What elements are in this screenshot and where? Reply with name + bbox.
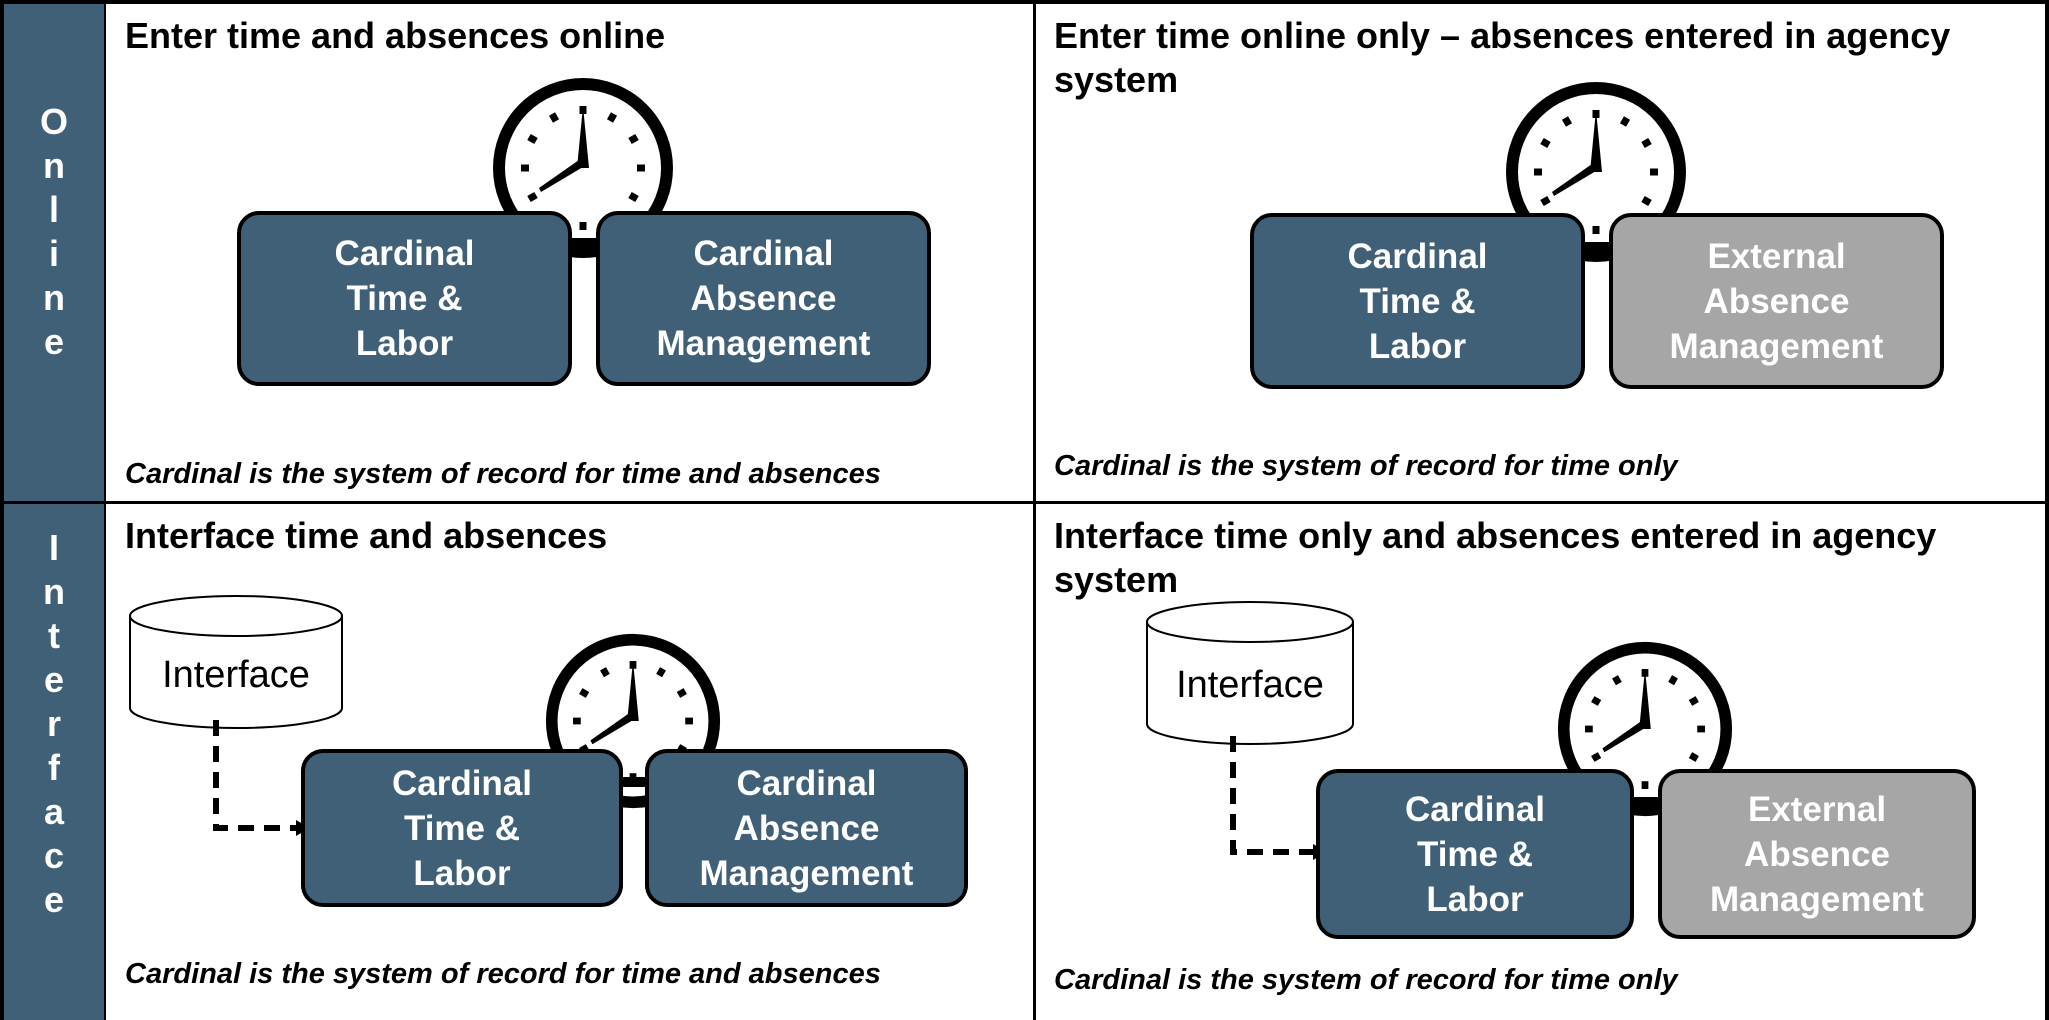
box-line: External xyxy=(1747,789,1887,829)
sidebar-divider xyxy=(104,0,106,1020)
box-connector xyxy=(1622,797,1668,807)
dashed-arrow xyxy=(213,720,310,836)
cardinal-time-labor-box: Cardinal Time & Labor xyxy=(1250,213,1585,389)
sidebar-letter: n xyxy=(43,145,65,186)
sidebar-letter: l xyxy=(48,189,59,230)
interface-label: Interface xyxy=(1176,664,1324,706)
box-line: Labor xyxy=(355,324,454,363)
sidebar-letter: I xyxy=(48,527,59,568)
box-connector xyxy=(560,238,606,248)
box-line: Cardinal xyxy=(391,763,533,803)
cardinal-time-labor-box: Cardinal Time & Labor xyxy=(301,749,623,907)
panel-caption: Cardinal is the system of record for tim… xyxy=(1054,964,1678,996)
cardinal-absence-management-box: Cardinal Absence Management xyxy=(645,749,968,907)
box-line: Absence xyxy=(690,279,837,318)
box-line: Cardinal xyxy=(736,763,877,803)
box-line: Absence xyxy=(733,808,880,848)
panel-caption: Cardinal is the system of record for tim… xyxy=(125,458,881,490)
box-line: Labor xyxy=(1426,879,1524,919)
column-divider xyxy=(1033,0,1036,1020)
panel-title-line2: system xyxy=(1054,59,1179,100)
database-icon xyxy=(129,595,343,729)
sidebar-letter: f xyxy=(48,747,60,788)
external-absence-management-box: External Absence Management xyxy=(1658,769,1976,939)
sidebar-letter: r xyxy=(46,703,61,744)
panel-title: Enter time and absences online xyxy=(125,15,666,56)
box-line: Management xyxy=(656,324,871,363)
panel-title-line1: Interface time only and absences entered… xyxy=(1054,515,1937,556)
box-line: Cardinal xyxy=(334,234,475,273)
right-border xyxy=(2045,0,2049,1020)
dashed-arrow xyxy=(1230,736,1327,860)
sidebar-letter: t xyxy=(48,615,60,656)
box-line: Absence xyxy=(1703,281,1850,321)
box-line: Cardinal xyxy=(1404,789,1546,829)
panel-caption: Cardinal is the system of record for tim… xyxy=(125,958,881,990)
sidebar-letter: i xyxy=(48,233,59,274)
box-line: Time & xyxy=(1416,834,1534,874)
panel-title: Interface time and absences xyxy=(125,515,608,556)
box-line: Time & xyxy=(1359,281,1476,321)
cardinal-time-labor-box: Cardinal Time & Labor xyxy=(237,211,572,386)
row-divider xyxy=(0,501,2049,504)
box-line: Labor xyxy=(413,853,511,893)
sidebar-letter: a xyxy=(43,791,65,832)
sidebar-online: O n l i n e xyxy=(4,4,104,501)
box-line: Management xyxy=(1669,326,1884,366)
cardinal-absence-management-box: Cardinal Absence Management xyxy=(596,211,931,386)
panel-title-line1: Enter time online only – absences entere… xyxy=(1054,15,1951,56)
external-absence-management-box: External Absence Management xyxy=(1609,213,1944,389)
box-connector xyxy=(610,777,656,787)
box-line: Time & xyxy=(403,808,521,848)
interface-label: Interface xyxy=(162,654,310,696)
cardinal-time-labor-box: Cardinal Time & Labor xyxy=(1316,769,1634,939)
box-line: Absence xyxy=(1744,834,1890,874)
box-line: Cardinal xyxy=(1347,236,1488,276)
sidebar-letter: e xyxy=(43,659,65,700)
sidebar-letter: e xyxy=(43,321,65,362)
panel-title-line2: system xyxy=(1054,559,1179,600)
box-line: Management xyxy=(699,853,914,893)
sidebar-letter: c xyxy=(43,835,65,876)
sidebar-letter: e xyxy=(43,879,65,920)
box-line: External xyxy=(1707,236,1846,276)
database-icon xyxy=(1146,601,1354,745)
top-border xyxy=(0,0,2049,4)
sidebar-letter: n xyxy=(43,277,65,318)
box-line: Labor xyxy=(1368,326,1467,366)
sidebar-interface: I n t e r f a c e xyxy=(4,504,104,1020)
left-border xyxy=(0,0,4,1020)
box-line: Cardinal xyxy=(693,234,834,273)
panel-caption: Cardinal is the system of record for tim… xyxy=(1054,450,1678,482)
sidebar-letter: n xyxy=(43,571,65,612)
box-connector xyxy=(1573,242,1619,252)
box-line: Management xyxy=(1710,879,1924,919)
box-line: Time & xyxy=(346,279,463,318)
sidebar-letter: O xyxy=(39,101,68,142)
